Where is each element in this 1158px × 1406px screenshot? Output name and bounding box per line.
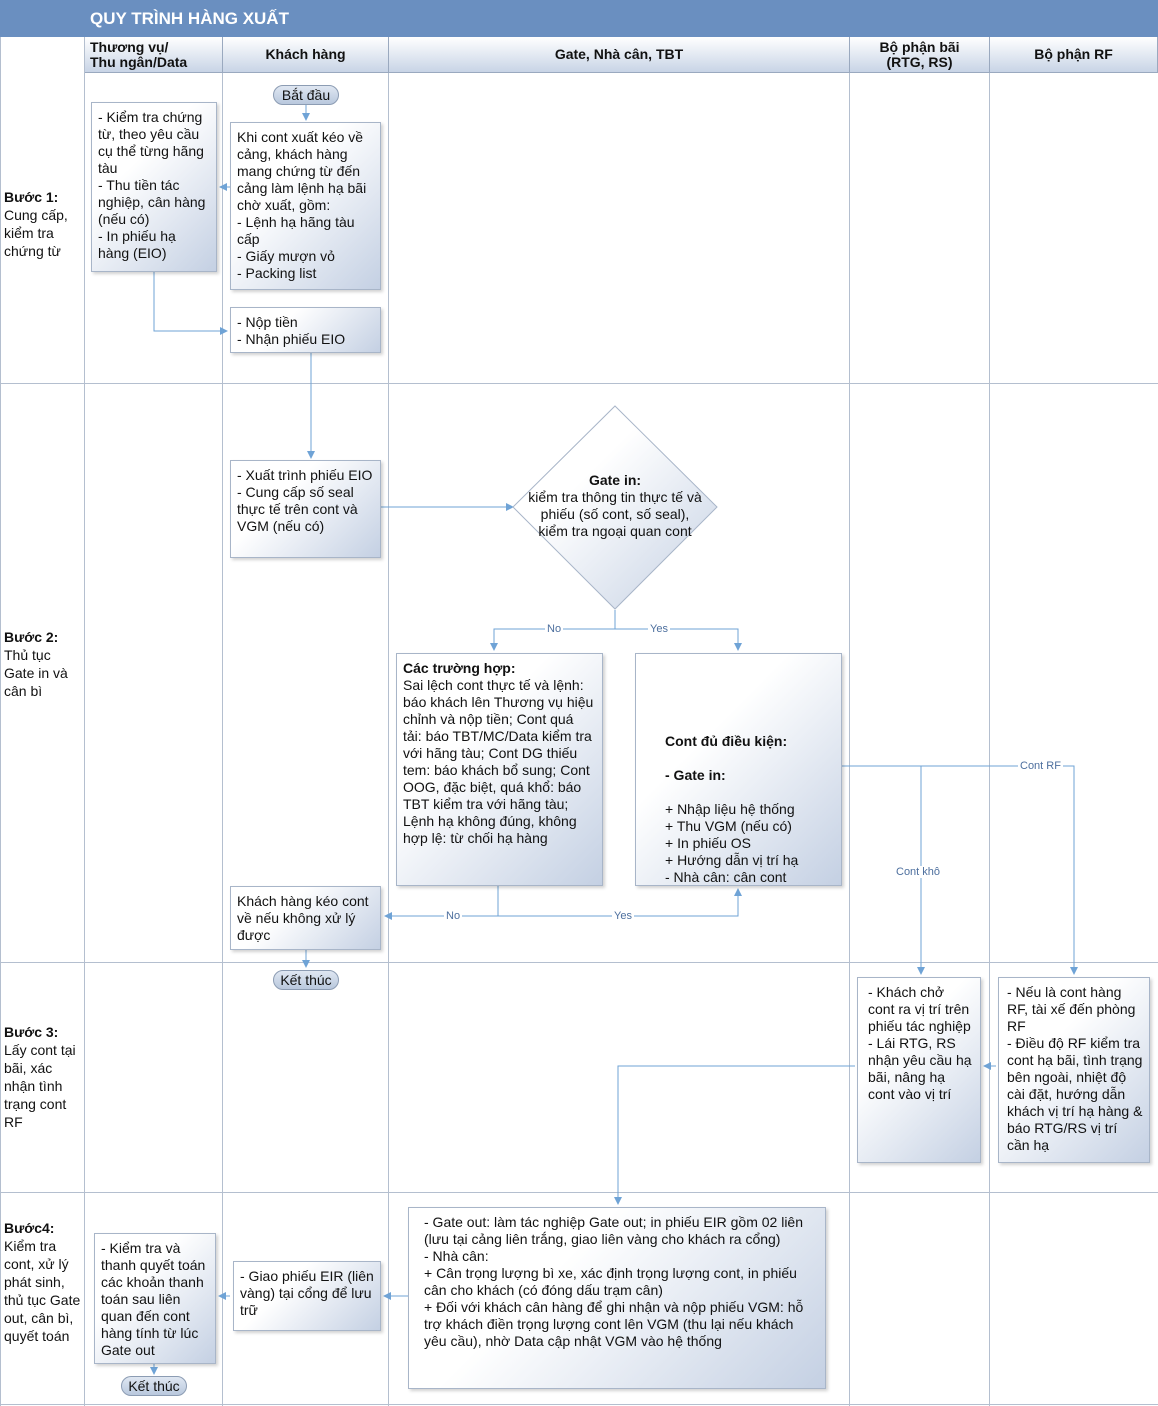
eir-box: - Giao phiếu EIR (liên vàng) tại cổng để… <box>233 1261 381 1331</box>
arrow-yard-to-gateout <box>614 1065 855 1205</box>
cases-title: Các trường hợp: <box>403 660 516 676</box>
step-3-label: Bước 3: Lấy cont tại bãi, xác nhận tình t… <box>4 1023 82 1131</box>
arrow-cases-no <box>384 886 499 920</box>
rf-box: - Nếu là cont hàng RF, tài xế đến phòng … <box>998 977 1150 1163</box>
customer-docs-box: Khi cont xuất kéo về cảng, khách hàng ma… <box>230 122 381 290</box>
step-divider <box>0 962 1158 963</box>
lane-header-customer: Khách hàng <box>223 37 389 73</box>
present-eio-box: - Xuất trình phiếu EIO - Cung cấp số sea… <box>230 460 381 558</box>
edge-label-cont-rf: Cont RF <box>1018 760 1063 772</box>
decision-diamond <box>512 405 718 610</box>
end-terminal: Kết thúc <box>121 1376 187 1396</box>
end-terminal: Kết thúc <box>273 970 339 990</box>
step-text: Cung cấp, kiểm tra chứng từ <box>4 207 68 259</box>
edge-label-cont-kho: Cont khô <box>894 866 943 878</box>
gate-out-box: - Gate out: làm tác nghiệp Gate out; in … <box>408 1207 826 1389</box>
edge-label-yes: Yes <box>648 623 670 635</box>
step-divider <box>0 383 1158 384</box>
cases-box: Các trường hợp: Sai lệch cont thực tế và… <box>396 653 603 886</box>
page-title: QUY TRÌNH HÀNG XUẤT <box>0 0 1158 37</box>
step-2-label: Bước 2: Thủ tục Gate in và cân bì <box>4 628 82 700</box>
arrow-eligible-rf <box>842 765 1078 975</box>
start-terminal: Bắt đầu <box>273 85 339 105</box>
lane-divider <box>85 73 223 1406</box>
lane-header-commercial: Thương vụ/ Thu ngân/Data <box>84 37 223 73</box>
edge-label-no: No <box>444 910 463 922</box>
edge-label-no: No <box>545 623 564 635</box>
lane-divider <box>850 73 990 1406</box>
step-1-label: Bước 1: Cung cấp, kiểm tra chứng từ <box>4 188 82 260</box>
yard-box: - Khách chở cont ra vị trí trên phiếu tá… <box>857 977 981 1163</box>
eligible-text: + Nhập liệu hệ thống + Thu VGM (nếu có) … <box>665 801 799 885</box>
decision-body: kiểm tra thông tin thực tế và phiếu (số … <box>528 489 702 539</box>
decision-title: Gate in: <box>588 472 642 488</box>
step-4-label: Bước4: Kiểm tra cont, xử lý phát sinh, th… <box>4 1219 82 1345</box>
step-divider <box>0 1192 1158 1193</box>
step-title: Bước 1: <box>4 189 59 205</box>
step-text: Kiểm tra cont, xử lý phát sinh, thủ tục … <box>4 1238 81 1344</box>
step-title: Bước 2: <box>4 629 59 645</box>
step-title: Bước4: <box>4 1220 55 1236</box>
payment-box: - Nộp tiền - Nhận phiếu EIO <box>230 307 381 353</box>
lane-divider <box>223 73 389 1406</box>
eligible-box: Cont đủ điều kiện: - Gate in: + Nhập liệ… <box>635 653 842 886</box>
step-title: Bước 3: <box>4 1024 59 1040</box>
edge-label-yes: Yes <box>612 910 634 922</box>
lane-divider <box>389 73 850 1406</box>
arrow-check-to-pay <box>153 272 228 335</box>
lane-header-yard: Bộ phận bãi (RTG, RS) <box>850 37 990 73</box>
step-divider <box>0 1404 1158 1405</box>
step-text: Thủ tục Gate in và cân bì <box>4 647 68 699</box>
settle-box: - Kiểm tra và thanh quyết toán các khoản… <box>94 1233 216 1364</box>
lane-divider <box>0 37 85 1406</box>
step-text: Lấy cont tại bãi, xác nhận tình trạng co… <box>4 1042 76 1130</box>
eligible-subtitle: - Gate in: <box>665 767 726 783</box>
arrow-decision-yes <box>615 628 742 651</box>
decision-text: Gate in:kiểm tra thông tin thực tế và ph… <box>528 472 702 540</box>
arrow-cases-yes <box>498 888 742 917</box>
cases-text: Sai lệch cont thực tế và lệnh: báo khách… <box>403 677 594 846</box>
lane-header-gate: Gate, Nhà cân, TBT <box>389 37 850 73</box>
pull-back-box: Khách hàng kéo cont về nếu không xử lý đ… <box>230 886 381 950</box>
check-docs-box: - Kiểm tra chứng từ, theo yêu cầu cụ thể… <box>91 102 217 272</box>
eligible-title: Cont đủ điều kiện: <box>665 733 788 749</box>
